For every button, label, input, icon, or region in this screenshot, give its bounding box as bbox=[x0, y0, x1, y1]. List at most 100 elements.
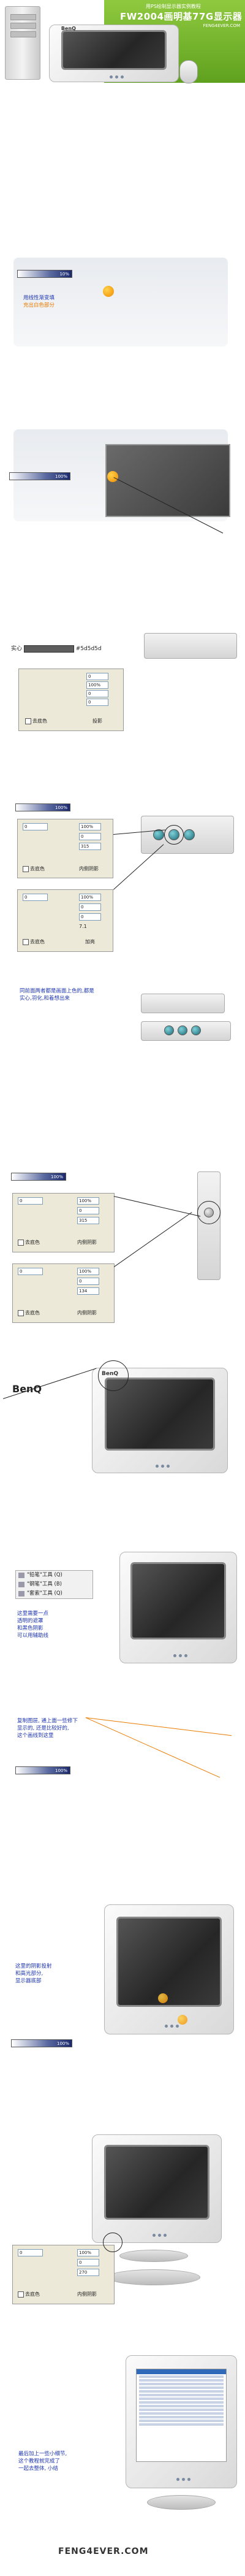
step12-caption: 最后加上一些小细节, 这个教程就完成了 一起去整体, 小结 bbox=[18, 2450, 67, 2472]
menu-label-pencil: "铅笔"工具 (Q) bbox=[27, 1572, 62, 1578]
step2-screen-gray bbox=[105, 444, 230, 517]
menu-label-lasso: "套索"工具 (Q) bbox=[27, 1590, 62, 1597]
step8-caption-line4: 可以用辅助线 bbox=[17, 1633, 49, 1639]
step4-a-checkbox-label: 去底色 bbox=[30, 866, 45, 872]
footer-site[interactable]: FENG4EVER.COM bbox=[58, 2547, 149, 2556]
step3-fill-label: 实心 bbox=[11, 646, 23, 652]
menu-item-pen[interactable]: "钢笔"工具 (B) bbox=[16, 1580, 92, 1589]
step4-b-mode: 加亮 bbox=[85, 939, 95, 945]
step6-b-value-2[interactable]: 100% bbox=[77, 1268, 99, 1275]
step6-b-value-4[interactable]: 134 bbox=[77, 1287, 99, 1295]
pc-tower-image bbox=[5, 6, 40, 80]
header-brand: FENG4EVER.COM bbox=[203, 23, 240, 28]
step1-caption-line2: 充出白色部分 bbox=[23, 302, 55, 309]
step6-a-value-3[interactable]: 0 bbox=[77, 1207, 99, 1214]
step4-knob-label: 7.1 bbox=[79, 924, 87, 929]
step8-caption-line1: 这里需要一点 bbox=[17, 1611, 49, 1617]
menu-item-lasso[interactable]: "套索"工具 (Q) bbox=[16, 1589, 92, 1598]
step4-a-value-4[interactable]: 315 bbox=[79, 843, 101, 850]
step6-a-value-2[interactable]: 100% bbox=[77, 1197, 99, 1205]
step3-fill-value: #5d5d5d bbox=[75, 646, 102, 652]
menu-item-pencil[interactable]: "铅笔"工具 (Q) bbox=[16, 1571, 92, 1580]
step10-glow-1 bbox=[158, 1993, 168, 2003]
mouse-image bbox=[179, 60, 198, 83]
step1-gradient-bar: 10% bbox=[17, 270, 72, 278]
step10-caption: 这里的阴影投射 和高光部分, 显示器底部 bbox=[15, 1963, 52, 1985]
step3-fill-swatch[interactable] bbox=[23, 645, 74, 653]
step6-b-value-3[interactable]: 0 bbox=[77, 1278, 99, 1285]
step5-caption-line2: 实心,羽化,和着想出来 bbox=[20, 995, 70, 1002]
step4-a-mode: 内侧阴影 bbox=[79, 866, 99, 872]
step3-checkbox-label: 去底色 bbox=[32, 718, 47, 724]
step11-stand-top bbox=[119, 2250, 188, 2262]
step9-caption-line1: 复制图层, 通上面一些修下 bbox=[17, 1718, 78, 1724]
step1-orange-dot bbox=[103, 286, 114, 297]
step6-a-value-4[interactable]: 315 bbox=[77, 1217, 99, 1224]
step11-value-2[interactable]: 100% bbox=[77, 2249, 99, 2256]
step9-caption-line3: 这个画线到这里 bbox=[17, 1733, 54, 1739]
step3-value-4[interactable]: 0 bbox=[86, 699, 108, 706]
step4-b-checkbox[interactable] bbox=[23, 939, 29, 945]
step1-caption-line1: 用线性渐变填 bbox=[23, 295, 55, 301]
step1-caption: 用线性渐变填 充出白色部分 bbox=[23, 294, 55, 309]
step9-gradient-bar: 100% bbox=[15, 1766, 70, 1774]
step7-big-logo: BenQ bbox=[12, 1383, 42, 1395]
step4-a-value-1[interactable]: 0 bbox=[23, 823, 48, 830]
step12-screen-content bbox=[136, 2369, 227, 2462]
step3-value-1[interactable]: 0 bbox=[86, 673, 108, 680]
step8-caption-line3: 和黑色阴影 bbox=[17, 1625, 43, 1631]
step3-value-3[interactable]: 0 bbox=[86, 690, 108, 697]
step6-b-checkbox[interactable] bbox=[18, 1310, 24, 1316]
step3-fill-row: 实心 #5d5d5d bbox=[11, 644, 102, 653]
step6-knob bbox=[204, 1208, 214, 1217]
pencil-icon bbox=[18, 1573, 24, 1578]
step5-knob-3 bbox=[191, 1025, 201, 1035]
step4-a-checkbox[interactable] bbox=[23, 866, 29, 872]
step10-caption-line3: 显示器底部 bbox=[15, 1978, 42, 1984]
step12-caption-line2: 这个教程就完成了 bbox=[18, 2458, 61, 2464]
step7-logo-text: BenQ bbox=[102, 1371, 119, 1377]
step10-caption-line1: 这里的阴影投射 bbox=[15, 1963, 52, 1969]
header-title: FW2004画明基77G显示器 bbox=[120, 11, 243, 22]
step6-b-checkbox-label: 去底色 bbox=[25, 1310, 40, 1316]
step6-b-value-1[interactable]: 0 bbox=[18, 1268, 43, 1275]
step4-b-checkbox-label: 去底色 bbox=[30, 939, 45, 945]
monitor-image: BenQ bbox=[49, 25, 179, 82]
step10-monitor bbox=[104, 1904, 234, 2034]
step12-stand bbox=[147, 2495, 216, 2510]
step4-a-value-2[interactable]: 100% bbox=[79, 823, 101, 830]
step6-guide-1 bbox=[113, 1196, 201, 1217]
step3-value-2[interactable]: 100% bbox=[86, 681, 108, 689]
step4-b-value-3[interactable]: 0 bbox=[79, 903, 101, 911]
pen-icon bbox=[18, 1582, 24, 1587]
step12-caption-line1: 最后加上一些小细节, bbox=[18, 2451, 67, 2457]
step10-glow-2 bbox=[178, 2015, 187, 2025]
step8-caption: 这里需要一点 透明的遮罩 和黑色阴影 可以用辅助线 bbox=[17, 1610, 48, 1639]
step11-value-1[interactable]: 0 bbox=[18, 2249, 43, 2256]
menu-label-pen: "钢笔"工具 (B) bbox=[27, 1581, 62, 1587]
step11-monitor bbox=[92, 2134, 222, 2243]
step3-monitor-bar bbox=[144, 633, 237, 659]
step4-knob-1 bbox=[153, 829, 164, 840]
step11-value-4[interactable]: 270 bbox=[77, 2269, 99, 2276]
step11-checkbox-label: 去底色 bbox=[25, 2291, 40, 2297]
step11-checkbox[interactable] bbox=[18, 2291, 24, 2298]
step11-mode: 内侧阴影 bbox=[77, 2291, 97, 2297]
step4-b-value-2[interactable]: 100% bbox=[79, 894, 101, 901]
step6-dialog-a: 0 100% 0 315 去底色 内侧阴影 bbox=[12, 1193, 115, 1252]
step4-b-value-1[interactable]: 0 bbox=[23, 894, 48, 901]
step11-value-3[interactable]: 0 bbox=[77, 2259, 99, 2266]
step3-remove-bg-checkbox[interactable] bbox=[25, 718, 31, 724]
step4-a-value-3[interactable]: 0 bbox=[79, 833, 101, 840]
step9-caption: 复制图层, 通上面一些修下 显示的, 还是比较好的, 这个画线到这里 bbox=[17, 1717, 78, 1739]
step5-knob-2 bbox=[178, 1025, 187, 1035]
step4-gradient-bar: 100% bbox=[15, 803, 70, 811]
step6-a-value-1[interactable]: 0 bbox=[18, 1197, 43, 1205]
step6-a-checkbox[interactable] bbox=[18, 1240, 24, 1246]
step2-gradient-bar: 100% bbox=[9, 472, 70, 480]
step3-effect-dialog: 0 100% 0 0 去底色 投影 bbox=[18, 669, 124, 731]
step10-caption-line2: 和高光部分, bbox=[15, 1971, 43, 1977]
step6-guide-2 bbox=[114, 1212, 192, 1267]
step4-b-value-4[interactable]: 0 bbox=[79, 913, 101, 921]
monitor-logo: BenQ bbox=[61, 26, 76, 32]
